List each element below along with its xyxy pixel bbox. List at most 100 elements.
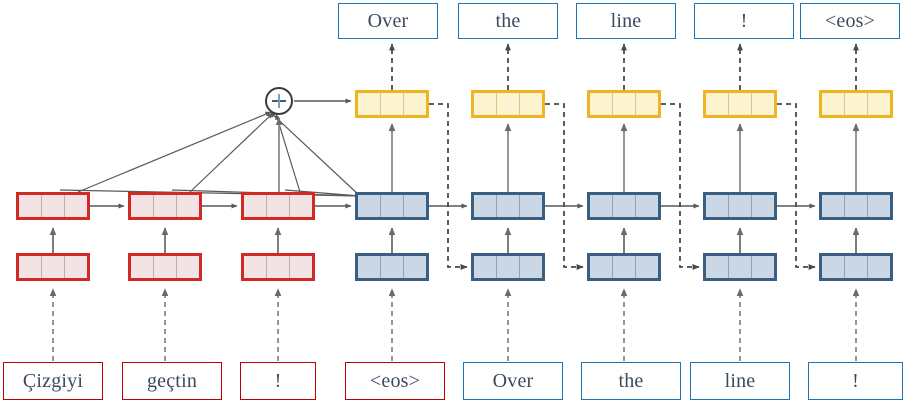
cell-slot — [845, 256, 868, 278]
attention-context-cell-0 — [355, 90, 429, 118]
input-embedding-dashed-arrows — [49, 288, 860, 361]
cell-slot — [845, 195, 868, 217]
input-token-box-7: ! — [808, 362, 903, 400]
input-token-box-1: geçtin — [122, 362, 222, 400]
cell-slot — [42, 256, 65, 278]
cell-slot — [358, 256, 381, 278]
encoder-cell-upper-2 — [241, 192, 315, 220]
cell-slot — [131, 256, 154, 278]
cell-slot — [636, 195, 658, 217]
cell-slot — [65, 256, 87, 278]
output-token-box-0: Over — [338, 3, 438, 39]
cell-slot — [290, 256, 312, 278]
cell-slot — [131, 195, 154, 217]
input-token-box-0: Çizgiyi — [3, 362, 103, 400]
cell-slot — [752, 195, 774, 217]
encoder-cell-lower-1 — [128, 253, 202, 281]
cell-slot — [497, 93, 520, 115]
output-token-box-3: ! — [694, 3, 794, 39]
cell-slot — [19, 256, 42, 278]
cell-slot — [520, 195, 542, 217]
cell-slot — [868, 93, 890, 115]
input-token-box-4: Over — [463, 362, 563, 400]
cell-slot — [706, 256, 729, 278]
cell-slot — [19, 195, 42, 217]
cell-slot — [752, 256, 774, 278]
cell-slot — [177, 195, 199, 217]
output-token-label: <eos> — [824, 10, 876, 32]
cell-slot — [404, 93, 426, 115]
input-token-label: ! — [274, 370, 282, 392]
decoder-cell-upper-4 — [819, 192, 893, 220]
cell-slot — [381, 93, 404, 115]
input-token-label: Over — [492, 370, 534, 392]
output-token-box-4: <eos> — [800, 3, 900, 39]
cell-slot — [497, 256, 520, 278]
cell-slot — [729, 256, 752, 278]
cell-slot — [42, 195, 65, 217]
attention-context-cell-1 — [471, 90, 545, 118]
decoder-cell-upper-0 — [355, 192, 429, 220]
cell-slot — [613, 93, 636, 115]
output-token-label: ! — [740, 10, 748, 32]
cell-slot — [590, 93, 613, 115]
cell-slot — [474, 195, 497, 217]
cell-slot — [244, 256, 267, 278]
cell-slot — [497, 195, 520, 217]
cell-slot — [868, 195, 890, 217]
decoder-cell-upper-3 — [703, 192, 777, 220]
cell-slot — [845, 93, 868, 115]
output-token-box-2: line — [576, 3, 676, 39]
cell-slot — [290, 195, 312, 217]
encoder-cell-lower-2 — [241, 253, 315, 281]
input-token-box-5: the — [581, 362, 681, 400]
cell-slot — [177, 256, 199, 278]
cell-slot — [729, 195, 752, 217]
input-token-box-3: <eos> — [345, 362, 445, 400]
input-token-label: ! — [852, 370, 859, 392]
cell-slot — [267, 195, 290, 217]
cell-slot — [636, 256, 658, 278]
cell-slot — [381, 195, 404, 217]
decoder-cell-lower-4 — [819, 253, 893, 281]
cell-slot — [613, 256, 636, 278]
encoder-cell-lower-0 — [16, 253, 90, 281]
decoder-cell-lower-0 — [355, 253, 429, 281]
cell-slot — [267, 256, 290, 278]
input-token-label: Çizgiyi — [22, 370, 84, 392]
input-token-label: geçtin — [146, 370, 198, 392]
cell-slot — [154, 256, 177, 278]
cell-slot — [752, 93, 774, 115]
plus-vertical-stroke — [278, 94, 280, 108]
cell-slot — [65, 195, 87, 217]
encoder-state-to-sum-lines — [77, 111, 301, 193]
attention-weighted-sum-node — [265, 87, 293, 115]
cell-slot — [520, 256, 542, 278]
decoder-cell-upper-1 — [471, 192, 545, 220]
cell-slot — [520, 93, 542, 115]
cell-slot — [244, 195, 267, 217]
output-token-label: Over — [367, 10, 409, 32]
cell-slot — [474, 256, 497, 278]
encoder-cell-upper-1 — [128, 192, 202, 220]
decoder-cell-lower-2 — [587, 253, 661, 281]
input-token-box-6: line — [690, 362, 790, 400]
cell-slot — [706, 195, 729, 217]
decoder-to-attention-arrows — [388, 123, 860, 192]
output-feedback-dashed-arrows — [429, 103, 816, 270]
output-token-box-1: the — [458, 3, 558, 39]
cell-slot — [590, 256, 613, 278]
cell-slot — [358, 93, 381, 115]
cell-slot — [381, 256, 404, 278]
attention-to-output-dashed-arrows — [389, 43, 859, 90]
cell-slot — [729, 93, 752, 115]
cell-slot — [404, 256, 426, 278]
input-token-label: the — [618, 370, 644, 392]
decoder-cell-lower-1 — [471, 253, 545, 281]
decoder-cell-lower-3 — [703, 253, 777, 281]
cell-slot — [404, 195, 426, 217]
cell-slot — [868, 256, 890, 278]
cell-slot — [474, 93, 497, 115]
cell-slot — [822, 93, 845, 115]
